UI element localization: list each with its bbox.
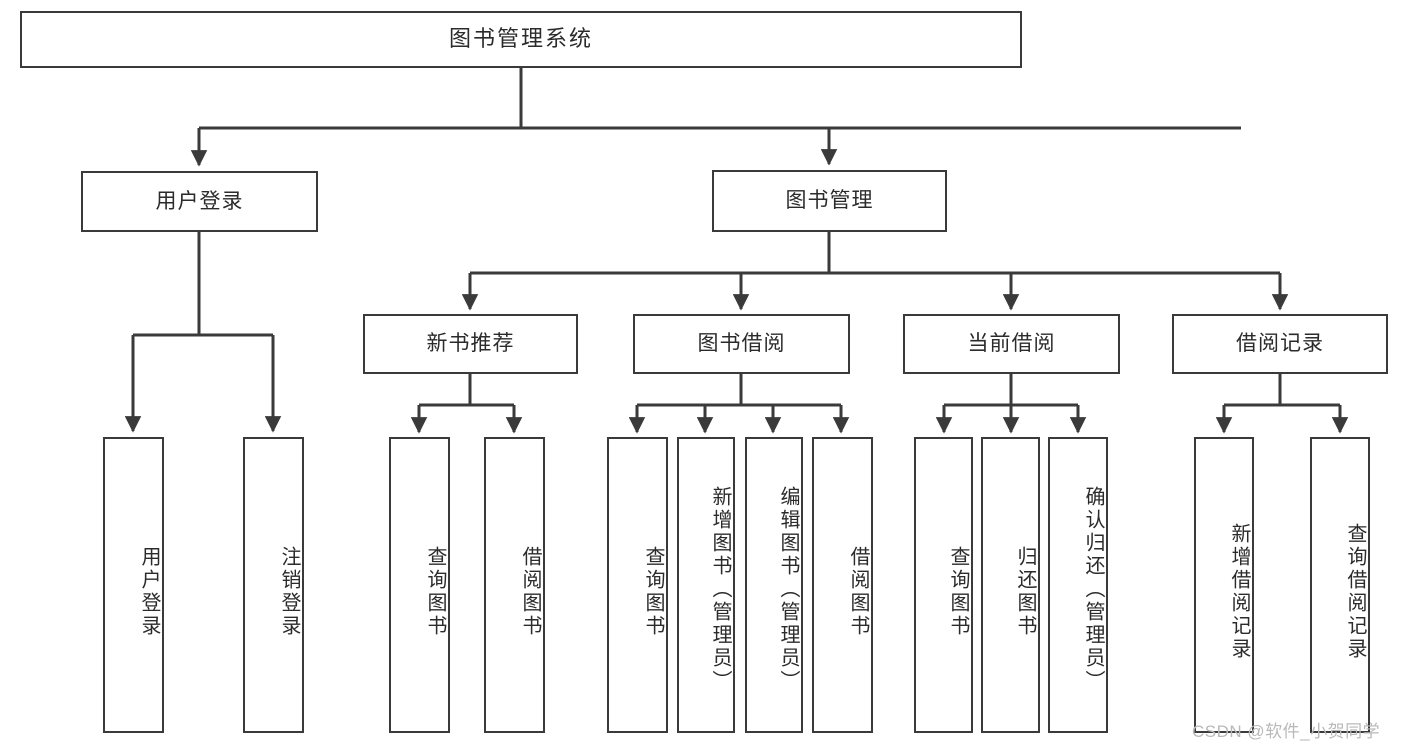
leaf-add-borrow-record[interactable]: 新增借阅记录 bbox=[1194, 437, 1254, 733]
node-user-login[interactable]: 用户登录 bbox=[81, 171, 318, 232]
leaf-confirm-return[interactable]: 确认归还（管理员） bbox=[1048, 437, 1108, 733]
node-current-borrow[interactable]: 当前借阅 bbox=[903, 314, 1120, 374]
node-borrow-record[interactable]: 借阅记录 bbox=[1172, 314, 1388, 374]
leaf-user-login[interactable]: 用户登录 bbox=[103, 437, 164, 733]
node-book-borrow[interactable]: 图书借阅 bbox=[633, 314, 850, 374]
node-root[interactable]: 图书管理系统 bbox=[20, 11, 1022, 68]
leaf-borrow-book-1[interactable]: 借阅图书 bbox=[484, 437, 545, 733]
leaf-borrow-book-2[interactable]: 借阅图书 bbox=[812, 437, 873, 733]
leaf-add-book[interactable]: 新增图书（管理员） bbox=[677, 437, 735, 733]
leaf-query-book-1[interactable]: 查询图书 bbox=[389, 437, 450, 733]
leaf-query-borrow-record[interactable]: 查询借阅记录 bbox=[1310, 437, 1370, 733]
leaf-query-book-2[interactable]: 查询图书 bbox=[607, 437, 668, 733]
leaf-query-book-3[interactable]: 查询图书 bbox=[914, 437, 973, 733]
watermark-label: CSDN @软件_小贺同学 bbox=[1192, 722, 1381, 741]
node-book-management[interactable]: 图书管理 bbox=[712, 170, 947, 232]
node-new-book-recommend[interactable]: 新书推荐 bbox=[363, 314, 578, 374]
leaf-edit-book[interactable]: 编辑图书（管理员） bbox=[745, 437, 803, 733]
leaf-logout[interactable]: 注销登录 bbox=[243, 437, 304, 733]
leaf-return-book[interactable]: 归还图书 bbox=[981, 437, 1040, 733]
